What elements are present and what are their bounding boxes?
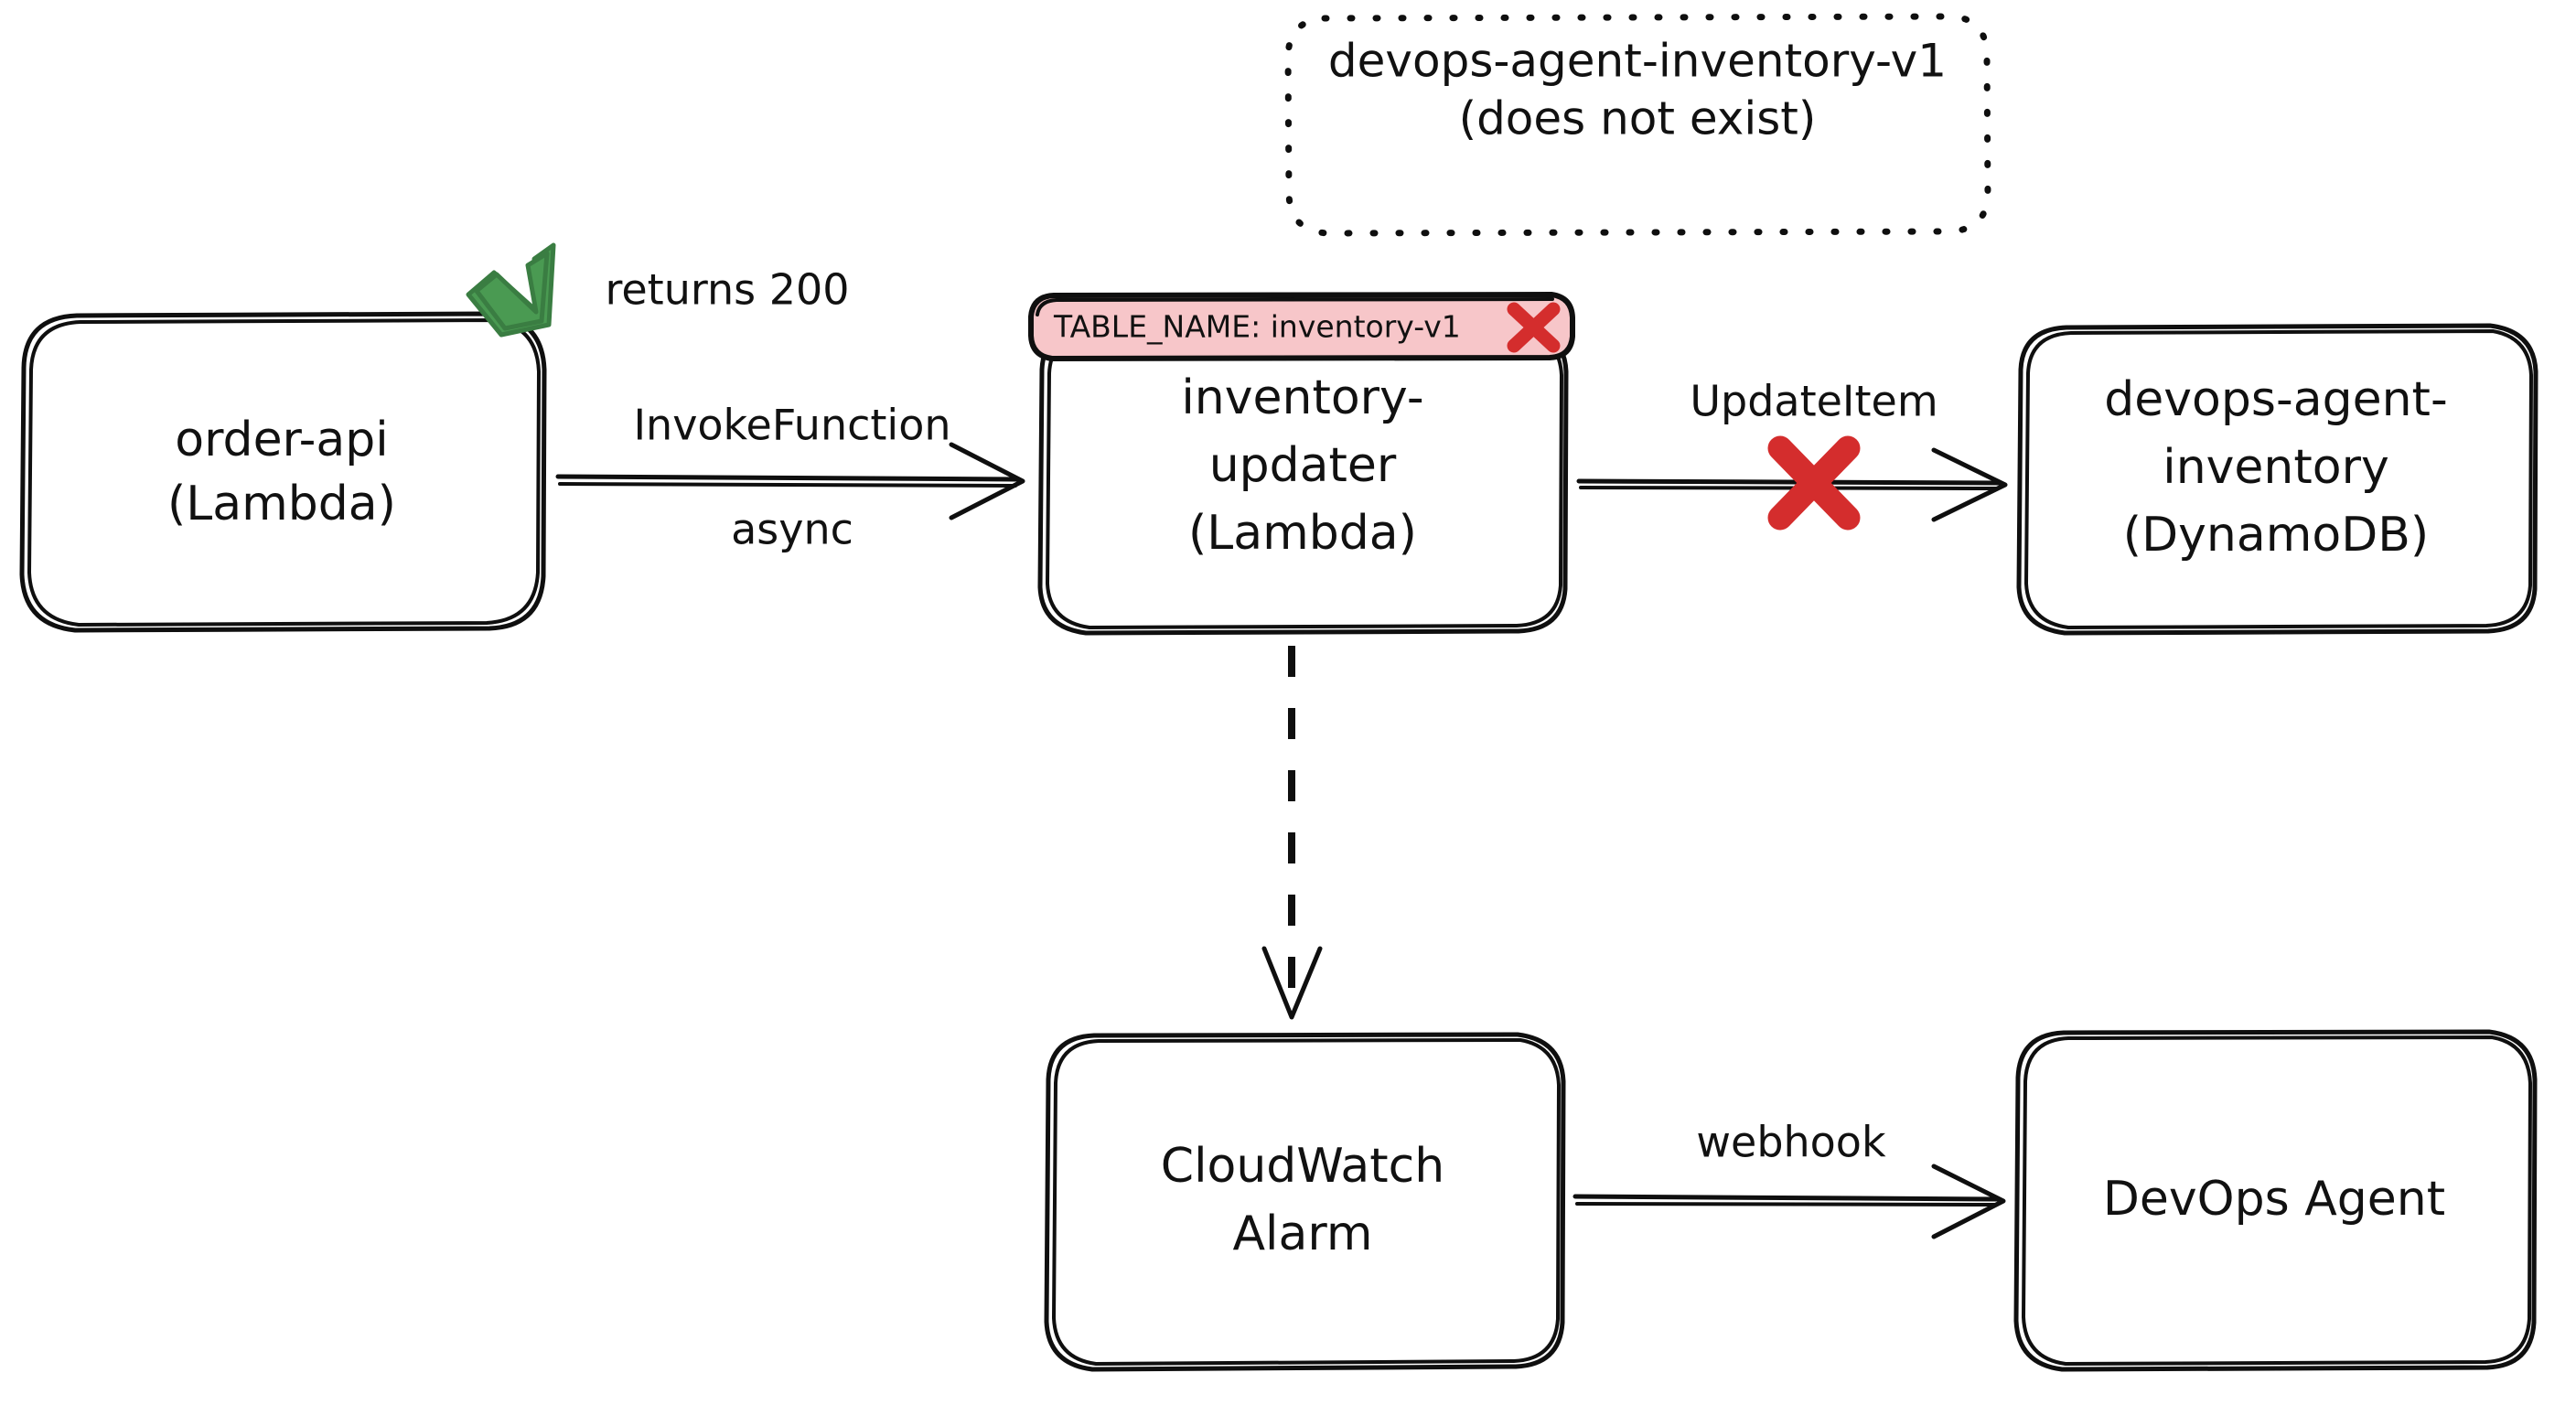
- devops-agent-body: [2012, 1029, 2536, 1372]
- ghost-node-line-1: devops-agent-inventory-v1: [1328, 35, 1947, 88]
- green-check-icon: [466, 242, 556, 338]
- node-cloudwatch-alarm[interactable]: CloudWatch Alarm: [1043, 1032, 1566, 1372]
- dynamodb-body: [2015, 323, 2537, 636]
- invoke-edge-arrowhead: [949, 442, 1025, 520]
- ghost-node-line-2: (does not exist): [1459, 92, 1817, 145]
- dynamodb-label-line-3: (DynamoDB): [2123, 508, 2429, 563]
- dynamodb-label-line-2: inventory: [2163, 440, 2388, 495]
- inventory-updater-label-line-1: inventory-: [1181, 370, 1423, 425]
- invoke-edge-label-below: async: [731, 505, 853, 554]
- cloudwatch-outline-1: [1044, 1032, 1566, 1372]
- edge-inventory-updater-to-cloudwatch-alarm[interactable]: [1261, 646, 1323, 1020]
- webhook-edge-line-b: [1575, 1202, 1998, 1207]
- red-x-icon: [1507, 302, 1561, 353]
- order-api-label-line-1: order-api: [175, 413, 388, 467]
- invoke-edge-line-a: [555, 474, 1020, 482]
- returns-200-label: returns 200: [605, 265, 849, 315]
- order-api-outline-2: [27, 318, 541, 627]
- node-devops-agent-inventory-v1-ghost[interactable]: devops-agent-inventory-v1 (does not exis…: [1284, 13, 1991, 237]
- cloudwatch-label-line-1: CloudWatch: [1161, 1139, 1444, 1194]
- banner-background: [1028, 292, 1575, 361]
- order-api-outline-1: [19, 311, 547, 633]
- order-api-label-line-2: (Lambda): [167, 477, 396, 531]
- webhook-edge-line-a: [1572, 1194, 2001, 1202]
- updateitem-red-x-strokes: [1767, 435, 1861, 531]
- devops-agent-outline-2: [2022, 1035, 2532, 1366]
- green-check-icon-shape-inner: [474, 251, 550, 331]
- cloudwatch-outline-2: [1052, 1038, 1561, 1366]
- dynamodb-outline-2: [2024, 329, 2533, 629]
- inventory-updater-label-line-2: updater: [1209, 438, 1397, 493]
- red-x-icon: [1767, 435, 1861, 531]
- cloudwatch-body: [1043, 1032, 1564, 1372]
- dynamodb-outline-1: [2016, 323, 2538, 636]
- edge-order-api-to-inventory-updater[interactable]: InvokeFunction async: [555, 401, 1025, 554]
- banner-label: TABLE_NAME: inventory-v1: [1053, 309, 1461, 345]
- node-devops-agent-inventory[interactable]: devops-agent- inventory (DynamoDB): [2015, 323, 2538, 636]
- edge-inventory-updater-to-dynamodb[interactable]: UpdateItem: [1576, 377, 2008, 531]
- updateitem-edge-line-a: [1576, 478, 2002, 486]
- banner-highlight-stroke: [1036, 297, 1554, 316]
- dynamodb-label-line-1: devops-agent-: [2104, 372, 2447, 427]
- invoke-edge-line-b: [558, 482, 1017, 488]
- order-api-body: [18, 311, 545, 633]
- webhook-edge-arrowhead: [1931, 1164, 2006, 1239]
- node-devops-agent[interactable]: DevOps Agent: [2012, 1029, 2538, 1372]
- marker-returns-200: returns 200: [466, 242, 850, 338]
- table-name-banner[interactable]: TABLE_NAME: inventory-v1: [1028, 292, 1575, 361]
- invoke-edge-label-above: InvokeFunction: [633, 401, 950, 450]
- inventory-updater-label-line-3: (Lambda): [1188, 506, 1417, 561]
- alarm-edge-arrowhead: [1261, 946, 1323, 1020]
- updateitem-edge-arrowhead: [1931, 447, 2008, 522]
- ghost-node-outline: [1284, 13, 1991, 237]
- edge-cloudwatch-alarm-to-devops-agent[interactable]: webhook: [1572, 1118, 2006, 1239]
- red-x-icon-strokes: [1507, 302, 1561, 353]
- webhook-edge-label: webhook: [1696, 1118, 1886, 1167]
- devops-agent-outline-1: [2013, 1029, 2538, 1372]
- devops-agent-label-line-1: DevOps Agent: [2103, 1172, 2445, 1227]
- node-inventory-updater[interactable]: inventory- updater (Lambda): [1036, 323, 1569, 636]
- inventory-updater-body: [1036, 323, 1567, 636]
- node-order-api[interactable]: order-api (Lambda): [18, 311, 547, 633]
- cloudwatch-label-line-2: Alarm: [1232, 1207, 1372, 1261]
- updateitem-edge-label: UpdateItem: [1690, 377, 1937, 426]
